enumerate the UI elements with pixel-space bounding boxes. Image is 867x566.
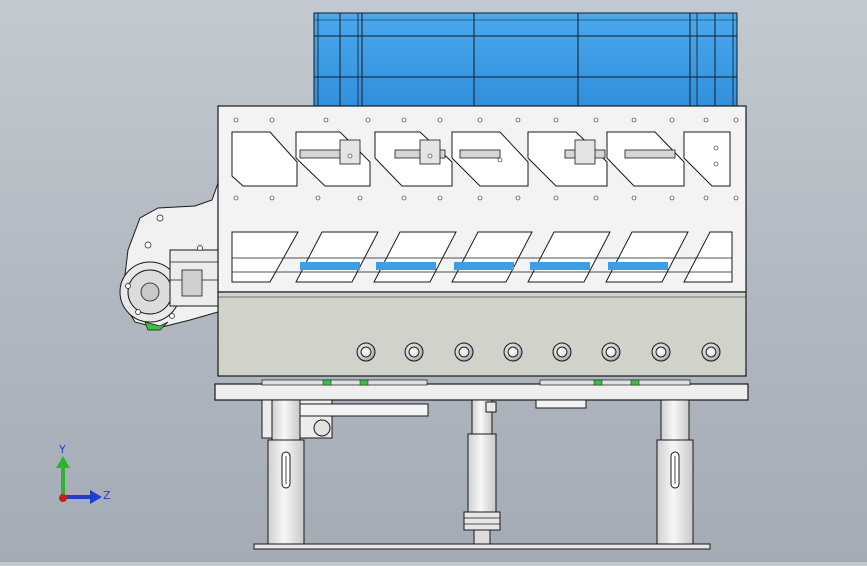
z-axis-label: Z [103, 489, 111, 502]
horizontal-cylinder [261, 399, 587, 439]
adjustment-knobs [356, 342, 721, 362]
center-lift-actuator [463, 399, 501, 545]
drive-motor-assembly [119, 182, 219, 331]
knob-icon [356, 342, 721, 362]
blue-tote [313, 12, 738, 110]
y-axis-arrowhead-icon [56, 456, 70, 468]
floor-plate [253, 543, 711, 550]
roller-lines [232, 257, 732, 273]
x-axis-dot-icon [59, 494, 67, 502]
y-axis-label: Y [58, 443, 66, 456]
main-frame-plate [217, 105, 747, 293]
base-plate [214, 379, 749, 401]
tote-bottom-glimpse [300, 262, 668, 270]
orientation-triad[interactable]: Y Z [56, 443, 111, 504]
lower-side-panel [217, 291, 747, 377]
z-axis-arrowhead-icon [90, 490, 102, 504]
support-leg-left [267, 399, 305, 545]
frame-bolt-holes [233, 117, 739, 201]
internal-rails [299, 139, 676, 165]
support-leg-right [656, 399, 694, 545]
